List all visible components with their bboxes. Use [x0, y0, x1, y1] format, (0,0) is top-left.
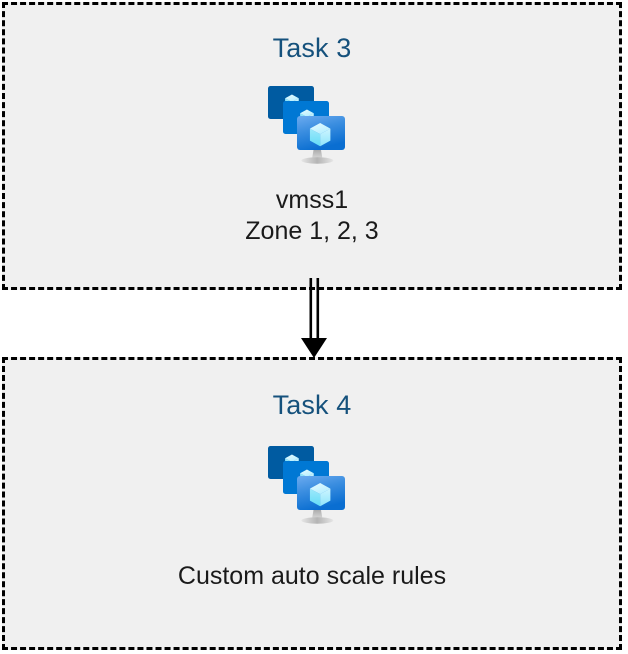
- task-node-task3[interactable]: Task 3: [2, 2, 622, 290]
- azure-vm-scale-set-icon: [268, 86, 345, 164]
- caption-line: vmss1: [275, 186, 349, 214]
- caption-line: Zone 1, 2, 3: [245, 217, 379, 245]
- task-caption: vmss1 Zone 1, 2, 3: [245, 185, 378, 247]
- task-title: Task 4: [272, 390, 352, 420]
- task-title: Task 3: [272, 33, 352, 63]
- task-caption: Custom auto scale rules: [178, 561, 446, 592]
- connector-arrow-task3-to-task4: [301, 278, 327, 358]
- task-node-task4[interactable]: Task 4: [2, 357, 622, 650]
- caption-line: Custom auto scale rules: [177, 562, 447, 590]
- azure-vm-scale-set-icon: [268, 446, 345, 524]
